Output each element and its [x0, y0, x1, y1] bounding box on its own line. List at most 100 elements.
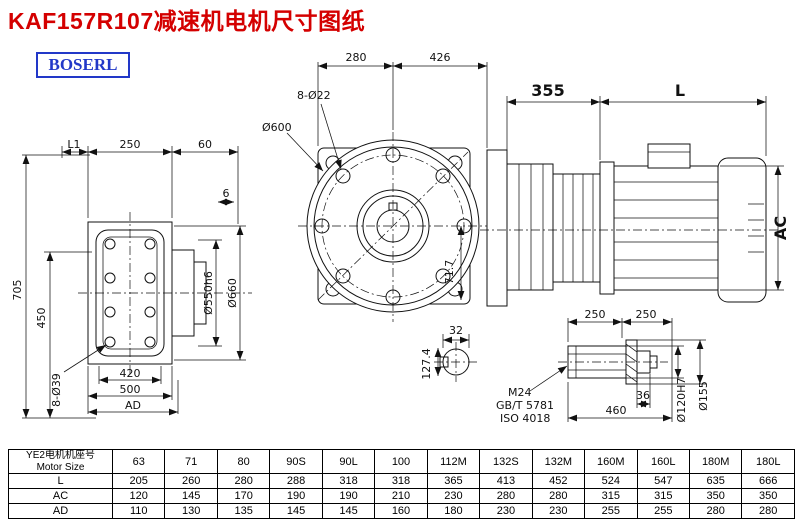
- dim-label-450: 450: [35, 308, 48, 329]
- column-header: 71: [164, 449, 218, 474]
- dim-label-60: 60: [198, 138, 212, 151]
- table-cell: 318: [321, 473, 376, 489]
- dim-label-iso4018: ISO 4018: [500, 412, 550, 425]
- table-cell: 635: [688, 473, 743, 489]
- dim-label-AC: AC: [771, 216, 790, 240]
- table-cell: 145: [164, 488, 218, 504]
- dim-label-dia660: Ø660: [226, 278, 239, 308]
- dim-label-280: 280: [346, 51, 367, 64]
- table-cell: 524: [584, 473, 638, 489]
- dim-label-AD: AD: [125, 399, 141, 412]
- table-header-row: YE2电机机座号 Motor Size 63 71 80 90S 90L 100…: [8, 449, 795, 474]
- table-cell: 260: [164, 473, 218, 489]
- table-cell: 180: [426, 503, 481, 519]
- dim-label-dia155: Ø155: [697, 381, 710, 411]
- dim-label-L: L: [675, 81, 685, 100]
- table-cell: 190: [269, 488, 323, 504]
- table-cell: 190: [321, 488, 376, 504]
- table-corner-header-en: Motor Size: [36, 461, 85, 473]
- table-cell: 547: [636, 473, 690, 489]
- dim-label-250-left: 250: [585, 308, 606, 321]
- row-label: AC: [8, 488, 113, 504]
- brand-logo: BOSERL: [36, 52, 130, 78]
- table-cell: 315: [636, 488, 690, 504]
- dim-label-M24: M24: [508, 386, 532, 399]
- column-header: 132M: [531, 449, 586, 474]
- column-header: 90L: [321, 449, 376, 474]
- table-cell: 160: [374, 503, 428, 519]
- dim-label-8x22: 8-Ø22: [297, 89, 331, 102]
- table-cell: 230: [426, 488, 481, 504]
- column-header: 80: [216, 449, 271, 474]
- table-cell: 280: [688, 503, 743, 519]
- page-title: KAF157R107减速机电机尺寸图纸: [8, 8, 366, 34]
- table-cell: 280: [741, 503, 795, 519]
- table-cell: 255: [584, 503, 638, 519]
- table-corner-header-cn: YE2电机机座号: [26, 450, 95, 462]
- table-cell: 280: [531, 488, 586, 504]
- table-cell: 666: [741, 473, 795, 489]
- dim-label-460: 460: [606, 404, 627, 417]
- table-cell: 120: [111, 488, 166, 504]
- motor-size-table: YE2电机机座号 Motor Size 63 71 80 90S 90L 100…: [8, 449, 795, 519]
- column-header: 180M: [688, 449, 743, 474]
- dim-label-L1: L1: [67, 138, 80, 151]
- shaft-end-detail: 250 250 36 460 Ø120H7 Ø155 M24 GB/T 5781…: [496, 308, 710, 425]
- column-header: 100: [374, 449, 428, 474]
- dim-label-32: 32: [449, 324, 463, 337]
- table-row: AC 120 145 170 190 190 210 230 280 280 3…: [8, 488, 795, 504]
- dim-label-420: 420: [120, 367, 141, 380]
- table-cell: 350: [741, 488, 795, 504]
- table-cell: 255: [636, 503, 690, 519]
- table-cell: 315: [584, 488, 638, 504]
- table-row: L 205 260 280 288 318 318 365 413 452 52…: [8, 473, 795, 489]
- table-cell: 230: [531, 503, 586, 519]
- table-cell: 110: [111, 503, 166, 519]
- dim-label-dia120: Ø120H7: [675, 378, 688, 423]
- dim-label-250: 250: [120, 138, 141, 151]
- table-cell: 280: [216, 473, 271, 489]
- table-cell: 145: [321, 503, 376, 519]
- table-cell: 280: [479, 488, 533, 504]
- table-cell: 413: [479, 473, 533, 489]
- shaft-cross-section: 32 127.4: [420, 324, 478, 382]
- table-cell: 452: [531, 473, 586, 489]
- table-row: AD 110 130 135 145 145 160 180 230 230 2…: [8, 503, 795, 519]
- column-header: 180L: [741, 449, 795, 474]
- dim-label-127-4: 127.4: [420, 348, 433, 380]
- table-cell: 230: [479, 503, 533, 519]
- table-cell: 365: [426, 473, 481, 489]
- column-header: 160L: [636, 449, 690, 474]
- dim-label-355: 355: [531, 81, 564, 100]
- row-label: L: [8, 473, 113, 489]
- column-header: 63: [111, 449, 166, 474]
- flange-view: 280 426 Ø600 8-Ø22 71.7: [262, 51, 492, 322]
- technical-drawing: L1 250 60 6 705 450 Ø550h6 Ø660 420 500 …: [11, 51, 790, 425]
- dim-label-705: 705: [11, 280, 24, 301]
- table-cell: 170: [216, 488, 271, 504]
- table-cell: 318: [374, 473, 428, 489]
- table-cell: 145: [269, 503, 323, 519]
- dim-label-gbt5781: GB/T 5781: [496, 399, 554, 412]
- dim-label-426: 426: [430, 51, 451, 64]
- row-label: AD: [8, 503, 113, 519]
- dim-label-dia550: Ø550h6: [202, 271, 215, 315]
- column-header: 160M: [584, 449, 638, 474]
- front-view: L1 250 60 6 705 450 Ø550h6 Ø660 420 500 …: [11, 138, 252, 419]
- column-header: 90S: [269, 449, 323, 474]
- table-corner-header: YE2电机机座号 Motor Size: [8, 449, 113, 474]
- dim-label-71-7: 71.7: [443, 260, 456, 285]
- motor-side-view: 355 L AC: [480, 81, 790, 307]
- table-cell: 130: [164, 503, 218, 519]
- table-cell: 205: [111, 473, 166, 489]
- table-cell: 210: [374, 488, 428, 504]
- column-header: 112M: [426, 449, 481, 474]
- table-cell: 350: [688, 488, 743, 504]
- dim-label-250-right: 250: [636, 308, 657, 321]
- dim-label-dia600: Ø600: [262, 121, 292, 134]
- table-cell: 135: [216, 503, 271, 519]
- dim-label-6: 6: [223, 187, 230, 200]
- dim-label-500: 500: [120, 383, 141, 396]
- table-cell: 288: [269, 473, 323, 489]
- dim-label-8x39: 8-Ø39: [50, 373, 63, 407]
